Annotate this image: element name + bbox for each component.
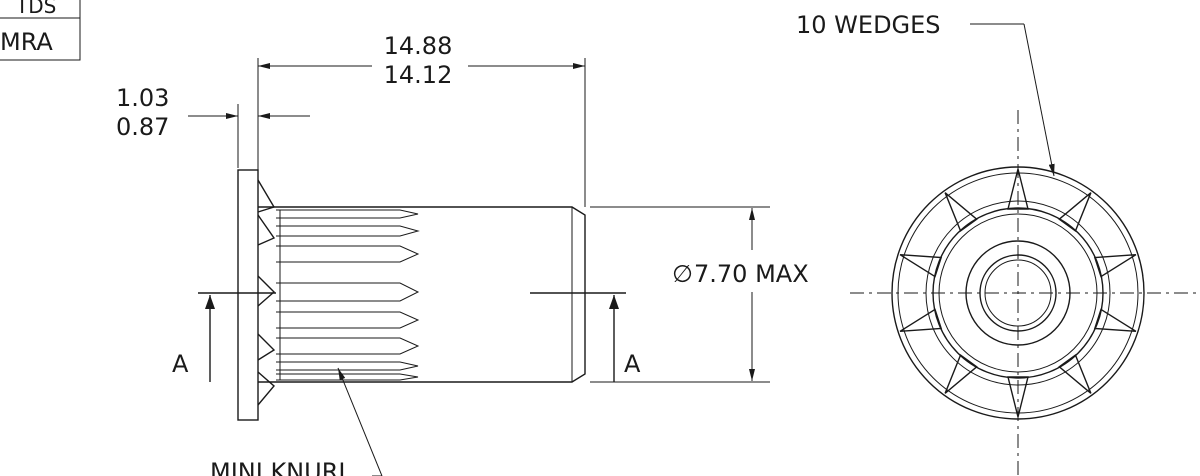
body-outline	[258, 206, 586, 383]
section-label-right: A	[624, 350, 641, 378]
title-block-row1: TDS	[15, 0, 56, 18]
body-circle	[932, 207, 1104, 379]
flange-outline	[237, 169, 259, 421]
knurl-callout-text: MINI KNURL	[210, 458, 352, 476]
wedges-text: 10 WEDGES	[796, 11, 941, 39]
length-max-text: 14.88	[384, 32, 453, 60]
title-block: TDS MRA	[0, 0, 81, 61]
flange-wedges	[257, 179, 276, 406]
title-block-row2: MRA	[0, 28, 53, 56]
flange-circle	[891, 166, 1145, 420]
wedges-leader	[1023, 23, 1055, 177]
end-view: 10 WEDGES	[796, 11, 1200, 476]
knurl-leader	[337, 367, 383, 476]
length-min-text: 14.12	[384, 61, 453, 89]
knurl-ribs	[276, 209, 420, 381]
diameter-symbol: ∅	[672, 260, 693, 288]
side-view: A A 14.88 14.12 1.03 0.87 ∅ 7.70 MAX MIN…	[116, 32, 809, 476]
flange-min-text: 0.87	[116, 113, 169, 141]
section-label-left: A	[172, 350, 189, 378]
wedges	[899, 168, 1137, 418]
flange-max-text: 1.03	[116, 84, 169, 112]
bore-circle	[965, 240, 1071, 346]
diameter-text: 7.70 MAX	[694, 260, 809, 288]
thread-outer-circle	[979, 254, 1057, 332]
